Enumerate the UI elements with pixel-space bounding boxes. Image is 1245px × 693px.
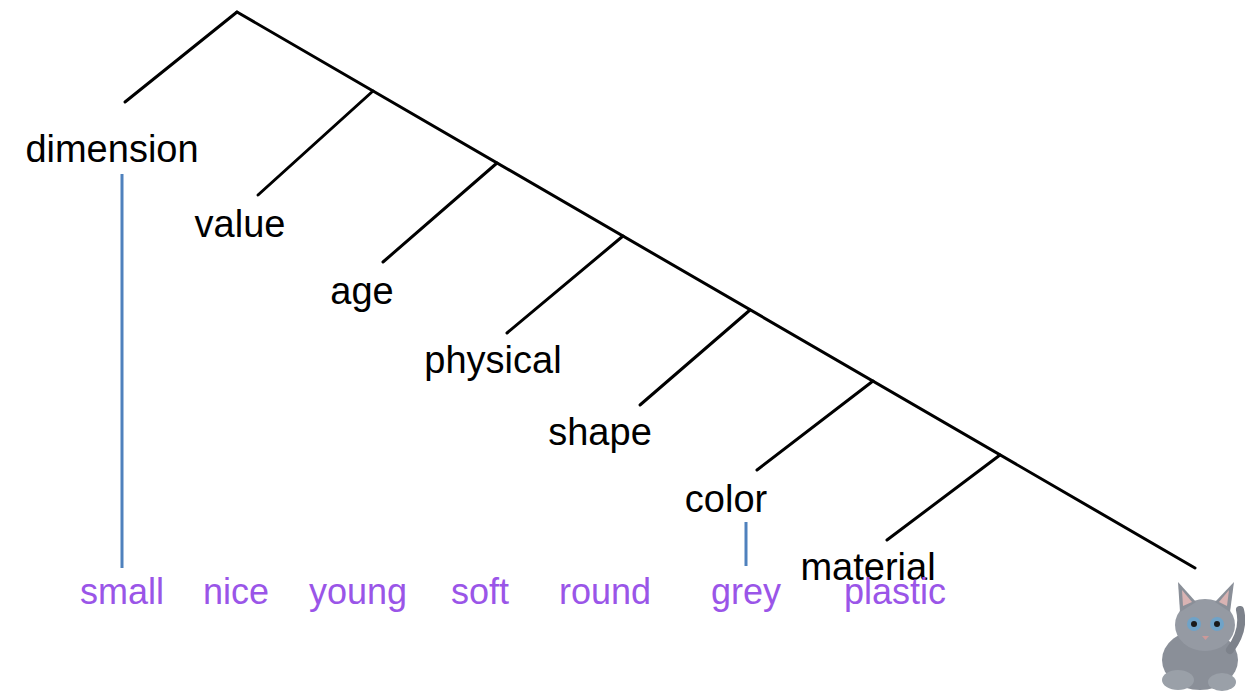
category-label: value [195, 204, 286, 246]
category-label: shape [548, 412, 652, 454]
adjective-word: nice [203, 572, 269, 612]
tree-branch [507, 236, 623, 333]
adjective-word: round [559, 572, 651, 612]
category-label: physical [424, 340, 561, 382]
tree-branch [887, 455, 1000, 540]
tree-branch [383, 163, 497, 262]
adjective-word: grey [711, 572, 781, 612]
adjective-word: young [309, 572, 407, 612]
category-label: age [330, 271, 393, 313]
adjective-word: soft [451, 572, 509, 612]
adjective-word: small [80, 572, 164, 612]
link-line [745, 522, 748, 566]
tree-branch [125, 12, 237, 102]
category-label: color [685, 479, 767, 521]
category-label: dimension [25, 129, 198, 171]
tree-spine [237, 12, 1195, 568]
link-line [121, 174, 124, 568]
tree-branch [258, 91, 373, 195]
tree-branch [640, 310, 750, 405]
tree-branch [757, 381, 873, 470]
adjective-word: plastic [844, 572, 946, 612]
kitten-picture [1162, 582, 1241, 691]
